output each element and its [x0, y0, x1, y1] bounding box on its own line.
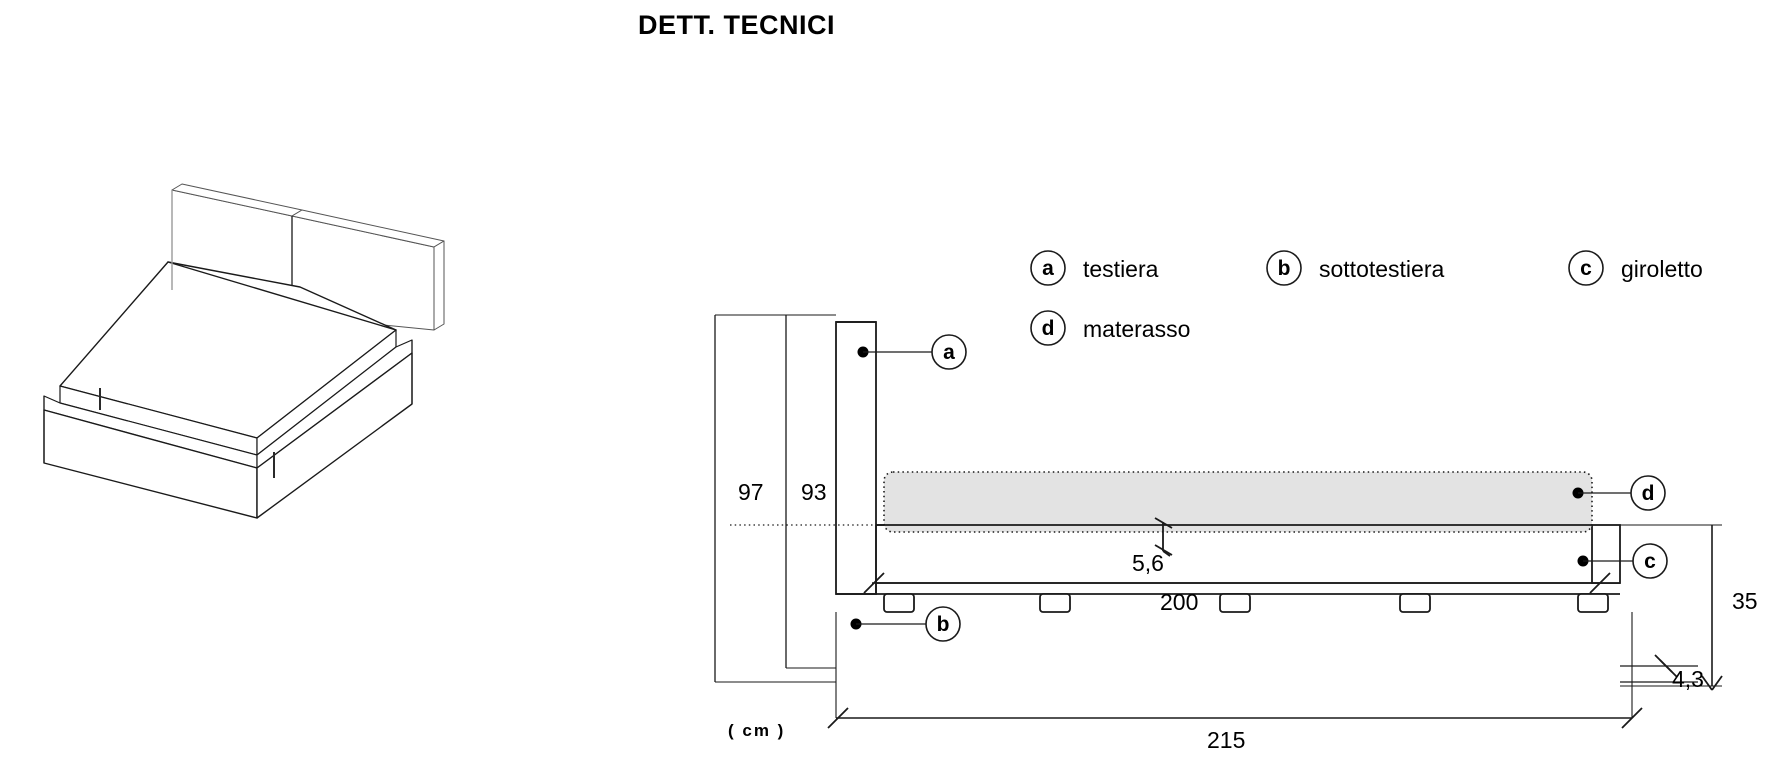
legend-letter-b: b [1278, 257, 1291, 280]
bed-frame-end-rect [1591, 524, 1621, 584]
dim-label-4-3: 4,3 [1672, 666, 1704, 692]
legend-item-d[interactable]: d materasso [1030, 310, 1190, 346]
bed-perspective-view [43, 183, 445, 519]
dim-label-35: 35 [1732, 588, 1758, 614]
dim-label-5-6: 5,6 [1132, 550, 1164, 576]
legend-label-a: testiera [1083, 256, 1159, 282]
callout-circle-b [925, 606, 961, 642]
callout-letter-c: c [1644, 550, 1656, 573]
dim-label-200: 200 [1160, 589, 1198, 615]
legend-label-d: materasso [1083, 316, 1190, 342]
dim-label-97: 97 [738, 479, 764, 505]
legend-label-c: giroletto [1621, 256, 1703, 282]
callout-c-bed-frame[interactable]: c [1577, 543, 1668, 579]
callout-letter-b: b [937, 613, 950, 636]
legend-circle-b [1266, 250, 1302, 286]
dimension-lines [714, 314, 1723, 729]
callout-b-under-headboard[interactable]: b [850, 606, 961, 642]
bed-foot [1039, 593, 1071, 613]
unit-label: ( cm ) [728, 721, 785, 740]
legend-label-b: sottotestiera [1319, 256, 1444, 282]
dim-leader-5-6 [1154, 517, 1173, 557]
callout-circle-d [1630, 475, 1666, 511]
bed-side-elevation [730, 321, 1621, 613]
callout-letter-d: d [1642, 482, 1655, 505]
callout-circle-a [931, 334, 967, 370]
legend-letter-a: a [1042, 257, 1054, 280]
bed-feet-group [883, 593, 1609, 613]
legend-circle-d [1030, 310, 1066, 346]
bed-foot [883, 593, 915, 613]
legend-letter-d: d [1042, 317, 1055, 340]
bed-foot [1399, 593, 1431, 613]
headboard-rect [835, 321, 877, 595]
bed-foot [1219, 593, 1251, 613]
callout-a-headboard[interactable]: a [857, 334, 967, 370]
legend-circle-a [1030, 250, 1066, 286]
legend-letter-c: c [1580, 257, 1592, 280]
legend-item-a[interactable]: a testiera [1030, 250, 1159, 286]
bed-foot [1577, 593, 1609, 613]
dim-label-215: 215 [1207, 727, 1245, 753]
legend-item-b[interactable]: b sottotestiera [1266, 250, 1444, 286]
page-title: DETT. TECNICI [638, 10, 836, 40]
callout-circle-c [1632, 543, 1668, 579]
callout-d-mattress[interactable]: d [1572, 475, 1666, 511]
legend: a testiera b sottotestiera c giroletto d… [1030, 250, 1703, 346]
legend-item-c[interactable]: c giroletto [1568, 250, 1703, 286]
callout-letter-a: a [943, 341, 955, 364]
legend-circle-c [1568, 250, 1604, 286]
dim-leader-4-3 [1654, 654, 1678, 678]
mattress-rect [883, 471, 1593, 533]
dim-label-93: 93 [801, 479, 827, 505]
